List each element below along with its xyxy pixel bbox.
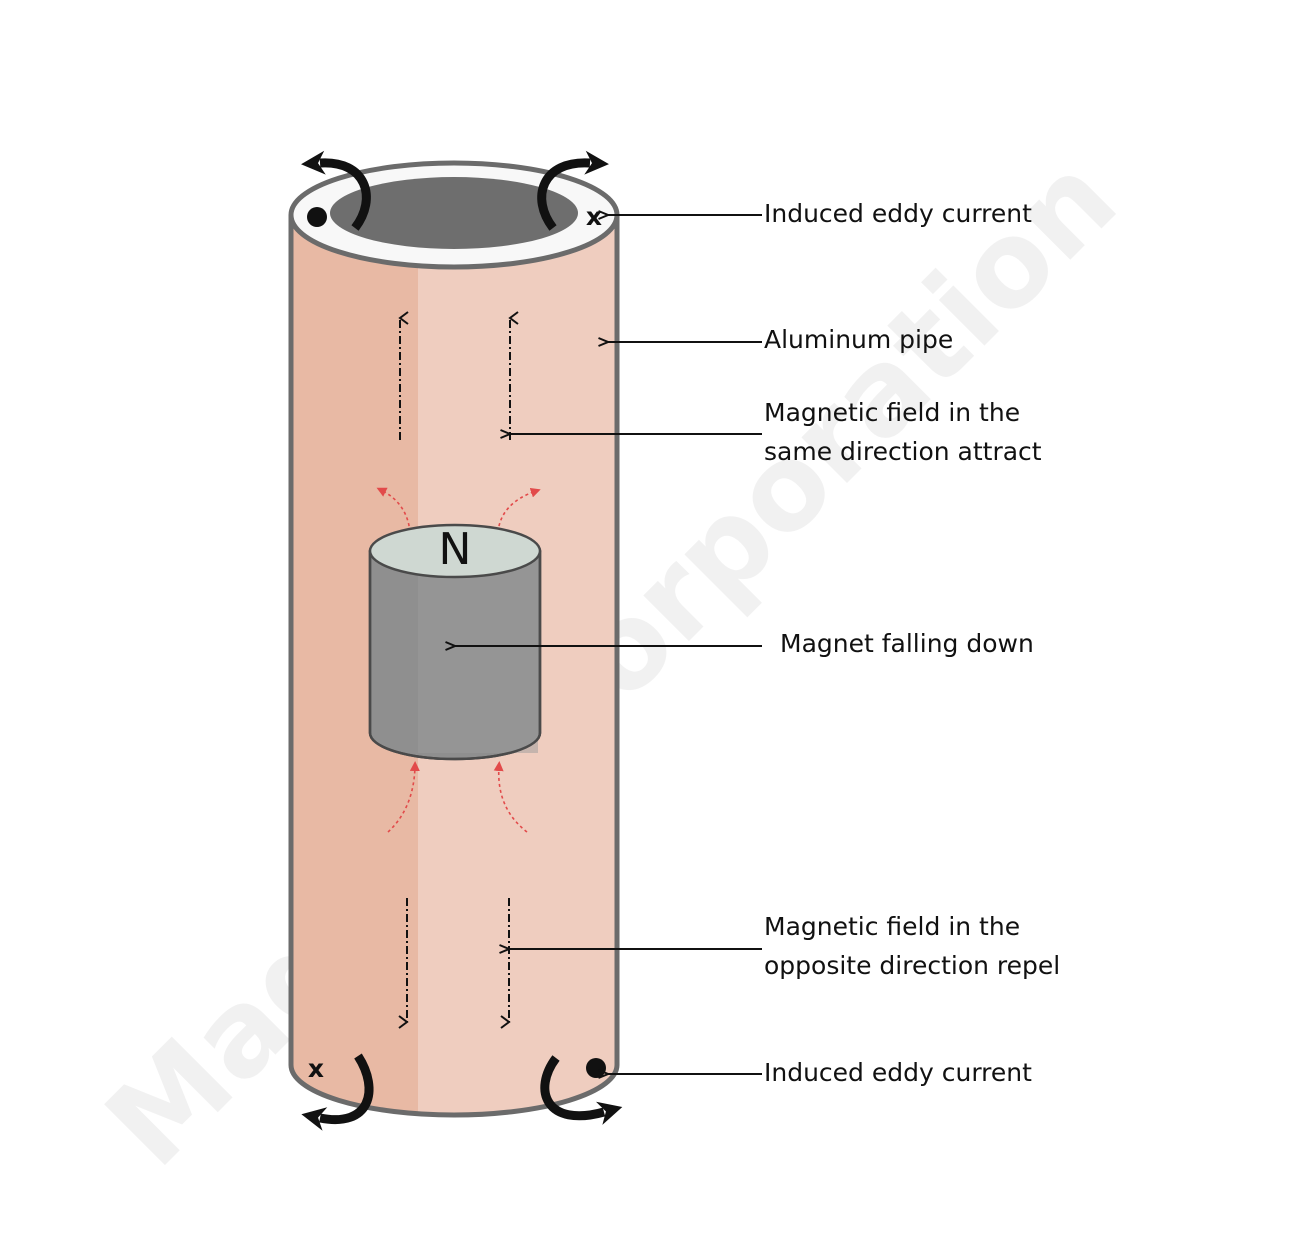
magnet: N	[370, 524, 540, 759]
dot-icon	[586, 1058, 606, 1078]
label-pipe: Aluminum pipe	[764, 325, 953, 354]
cross-icon: x	[586, 202, 602, 231]
label-eddy-bottom: Induced eddy current	[764, 1058, 1032, 1087]
label-field-same-line1: Magnetic field in the	[764, 398, 1020, 427]
cross-icon: x	[308, 1054, 324, 1083]
label-field-opposite-line2: opposite direction repel	[764, 951, 1060, 980]
magnet-pole-label: N	[439, 524, 472, 575]
label-field-same-line2: same direction attract	[764, 437, 1042, 466]
label-magnet: Magnet falling down	[780, 629, 1034, 658]
label-eddy-top: Induced eddy current	[764, 199, 1032, 228]
dot-icon	[307, 207, 327, 227]
magnet-body-highlight	[418, 553, 538, 753]
label-field-opposite-line1: Magnetic field in the	[764, 912, 1020, 941]
